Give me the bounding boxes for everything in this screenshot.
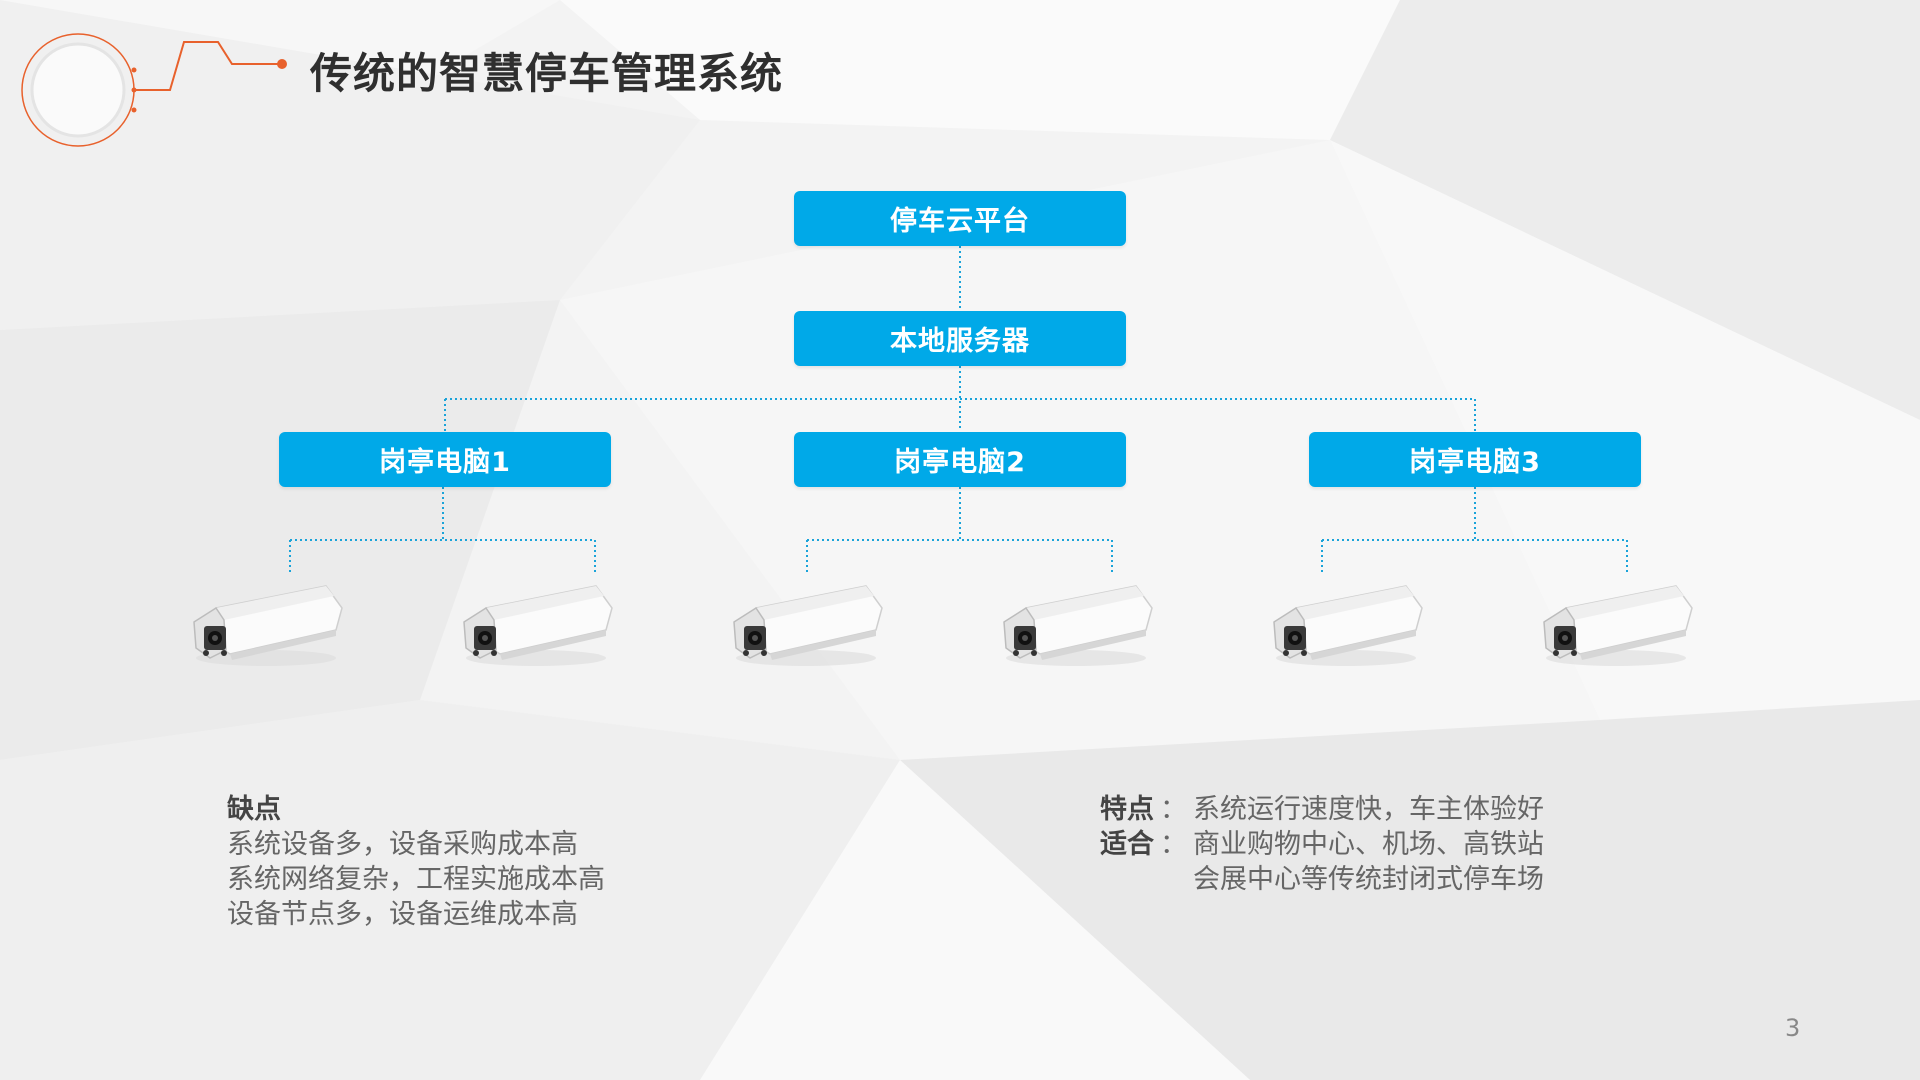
node-local-server: 本地服务器	[794, 311, 1126, 366]
camera-icon	[193, 585, 343, 667]
cons-line: 设备节点多，设备运维成本高	[227, 899, 578, 930]
page-number: 3	[1785, 1014, 1801, 1042]
cons-line: 系统网络复杂，工程实施成本高	[227, 864, 605, 895]
cons-line: 系统设备多，设备采购成本高	[227, 829, 578, 860]
features-label: 特点	[1100, 794, 1154, 825]
node-cloud-platform: 停车云平台	[794, 191, 1126, 246]
cons-heading: 缺点	[227, 794, 281, 825]
features-block: 特点 ： 系统运行速度快，车主体验好 适合 ： 商业购物中心、机场、高铁站 适合…	[1100, 792, 1544, 897]
cons-block: 缺点 系统设备多，设备采购成本高 系统网络复杂，工程实施成本高 设备节点多，设备…	[227, 792, 605, 932]
colon: ：	[1160, 829, 1187, 860]
camera-icon	[463, 585, 613, 667]
suitable-label: 适合	[1100, 829, 1154, 860]
suitable-text: 会展中心等传统封闭式停车场	[1193, 864, 1544, 895]
suitable-text: 商业购物中心、机场、高铁站	[1193, 829, 1544, 860]
camera-icon	[1003, 585, 1153, 667]
slide-title: 传统的智慧停车管理系统	[310, 49, 784, 98]
camera-icon	[1273, 585, 1423, 667]
node-booth-2: 岗亭电脑2	[794, 432, 1126, 487]
camera-icon	[1543, 585, 1693, 667]
title-decoration	[21, 33, 287, 147]
features-text: 系统运行速度快，车主体验好	[1193, 794, 1544, 825]
node-booth-3: 岗亭电脑3	[1309, 432, 1641, 487]
camera-icon	[733, 585, 883, 667]
node-booth-1: 岗亭电脑1	[279, 432, 611, 487]
colon: ：	[1160, 794, 1187, 825]
